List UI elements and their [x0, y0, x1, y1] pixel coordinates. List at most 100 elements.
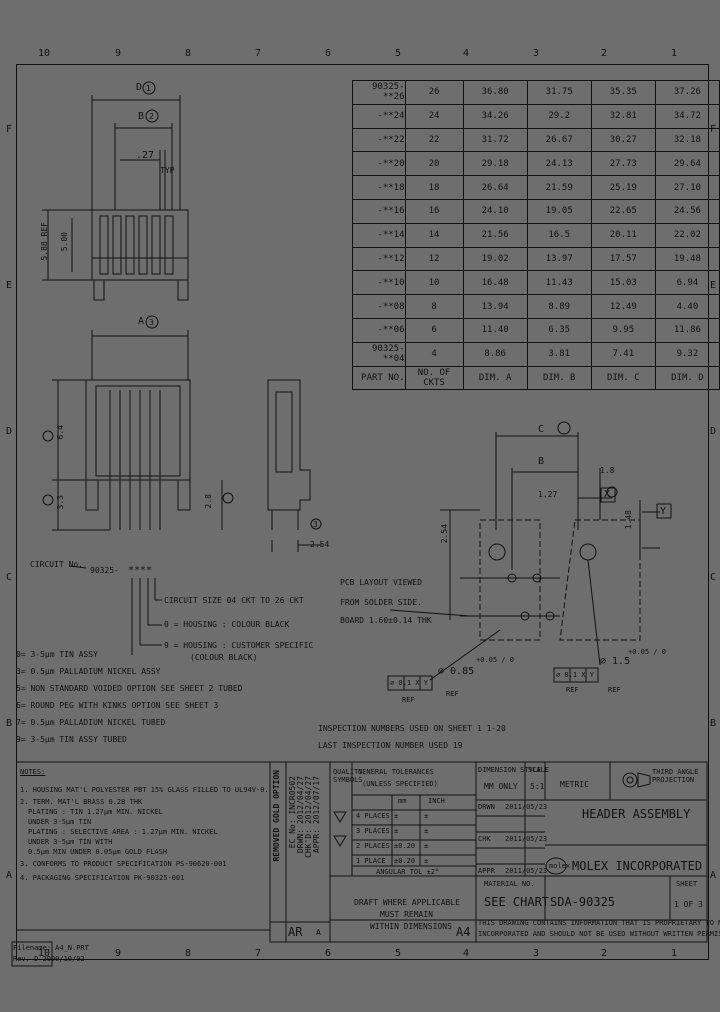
note-marker: 2 — [149, 112, 154, 121]
position-tolerance-frame: ⌀ 0.1 X Y — [556, 671, 594, 679]
housing-0-note: 0 = HOUSING : COLOUR BLACK — [164, 620, 290, 629]
proprietary-note-1: THIS DRAWING CONTAINS INFORMATION THAT I… — [478, 919, 720, 927]
ref-label: REF — [608, 686, 621, 694]
dimension-style-value: MM ONLY — [484, 782, 518, 791]
chart-cell: 36.80 — [462, 80, 528, 105]
sheet-value: 1 OF 3 — [674, 900, 703, 909]
document-number: SDA-90325 — [550, 895, 616, 909]
chart-cell: 32.18 — [654, 127, 720, 153]
col-mark: 6 — [324, 948, 332, 959]
chart-cell: 24.56 — [654, 198, 720, 224]
revision-line: APPR: 2012/07/17 — [312, 776, 321, 854]
sheet-size: A4 — [456, 925, 471, 939]
datum-y-label: Y — [660, 506, 667, 517]
scale-label: SCALE — [528, 766, 550, 774]
chart-cell: DIM. C — [590, 365, 656, 391]
part-prefix: 90325- — [90, 566, 119, 575]
chart-cell: 16 — [404, 198, 464, 224]
chart-cell: 24.13 — [526, 151, 592, 177]
chart-cell: 26.64 — [462, 175, 528, 200]
part-suffix-stars: **** — [128, 565, 153, 576]
draft-note-3: WITHIN DIMENSIONS — [370, 922, 452, 931]
chart-cell: 11.86 — [654, 317, 720, 343]
chart-cell: 35.35 — [590, 80, 656, 105]
col-mark: 6 — [324, 48, 332, 59]
chart-cell: 4.40 — [654, 294, 720, 319]
col-mark: 10 — [37, 948, 51, 959]
inspection-note-2: LAST INSPECTION NUMBER USED 19 — [318, 741, 463, 750]
chart-cell: 31.75 — [526, 80, 592, 105]
dim-28-label: 2.8 — [204, 494, 213, 509]
chart-cell: 26 — [404, 80, 464, 105]
part-number-cell: 90325-**04 — [352, 341, 406, 367]
note-item: 1. HOUSING MAT'L POLYESTER PBT 15% GLASS… — [20, 786, 269, 794]
units-value: METRIC — [560, 780, 589, 789]
dim-127-label: 1.27 — [538, 490, 558, 499]
inch-header: INCH — [428, 797, 445, 805]
circuit-size-note: CIRCUIT SIZE 04 CKT TO 26 CKT — [164, 596, 304, 605]
drawn-date: 2011/05/23 — [505, 803, 548, 811]
chart-cell: 22.02 — [654, 222, 720, 248]
row-mark: A — [709, 870, 717, 881]
row-mark: C — [709, 572, 717, 583]
chart-cell: 13.94 — [462, 294, 528, 319]
dim-d-label: D — [136, 82, 143, 93]
chart-cell: 4 — [404, 341, 464, 367]
row-mark: F — [5, 124, 13, 135]
note-item: UNDER 3-5µm TIN WITH — [28, 838, 113, 846]
third-angle-label: THIRD ANGLE PROJECTION — [652, 768, 699, 784]
tol-places: 2 PLACES — [356, 842, 390, 850]
chart-cell: 12.49 — [590, 294, 656, 319]
part-number-cell: -**16 — [352, 198, 406, 224]
ref-label: REF — [566, 686, 579, 694]
col-mark: 4 — [462, 48, 470, 59]
note-item: PLATING : TIN 1.27µm MIN. NICKEL — [28, 808, 163, 816]
tol-inch: ± — [424, 812, 429, 820]
ref-label: REF — [402, 696, 415, 704]
tol-places: 4 PLACES — [356, 812, 390, 820]
tol-inch: ± — [424, 827, 429, 835]
plating-option: 9= 3-5µm TIN ASSY TUBED — [16, 735, 127, 744]
chart-cell: 34.72 — [654, 103, 720, 129]
note-marker: 1 — [146, 84, 151, 93]
revision-code: AR — [288, 925, 303, 939]
tol-places: 1 PLACE — [356, 857, 386, 865]
material-value: SEE CHART — [484, 895, 550, 909]
chart-cell: 29.64 — [654, 151, 720, 177]
chart-cell: 16.48 — [462, 270, 528, 296]
part-number-cell: -**22 — [352, 127, 406, 153]
proprietary-note-2: INCORPORATED AND SHOULD NOT BE USED WITH… — [478, 930, 720, 938]
inspection-note-1: INSPECTION NUMBERS USED ON SHEET 1 1-20 — [318, 724, 506, 733]
chart-cell: 21.59 — [526, 175, 592, 200]
hole-large-dim: ⌀ 1.5 — [600, 656, 631, 667]
tol-inch: ± — [424, 842, 429, 850]
dim-64-label: 6.4 — [56, 425, 65, 440]
molex-logo: molex — [549, 862, 571, 870]
dim-typ-label: TYP — [160, 166, 175, 175]
dim-148-label: 1.48 — [624, 510, 633, 530]
dim-254v-label: 2.54 — [440, 524, 449, 544]
chart-cell: 27.10 — [654, 175, 720, 200]
notes-title: NOTES: — [20, 768, 46, 776]
company-name: MOLEX INCORPORATED — [572, 859, 703, 873]
note-item: UNDER 3-5µm TIN — [28, 818, 92, 826]
chart-cell: 27.73 — [590, 151, 656, 177]
chart-cell: 26.67 — [526, 127, 592, 153]
dim-33-label: 3.3 — [56, 495, 65, 510]
plating-option: 6= ROUND PEG WITH KINKS OPTION SEE SHEET… — [16, 701, 219, 710]
sheet-label: SHEET — [676, 880, 698, 888]
col-mark: 2 — [600, 948, 608, 959]
plating-option: 7= 0.5µm PALLADIUM NICKEL TUBED — [16, 718, 166, 727]
col-mark: 4 — [462, 948, 470, 959]
dim-588-label: 5.88 REF — [40, 222, 49, 261]
chart-cell: DIM. B — [526, 365, 592, 391]
plating-option: 3= 0.5µm PALLADIUM NICKEL ASSY — [16, 667, 161, 676]
col-mark: 5 — [394, 48, 402, 59]
chart-cell: DIM. A — [462, 365, 528, 391]
